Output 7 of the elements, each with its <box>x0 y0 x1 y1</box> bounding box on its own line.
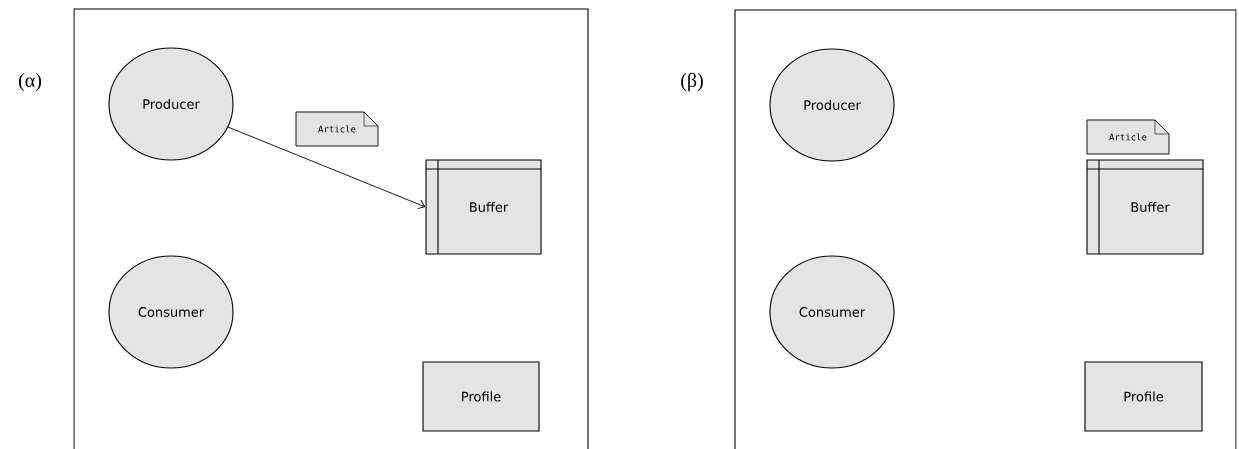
arrow <box>227 126 426 210</box>
buffer-box: Buffer <box>425 159 542 255</box>
process-box: Profile <box>1084 361 1203 432</box>
panel-label: (α) <box>19 72 42 92</box>
process-box: Profile <box>422 361 540 432</box>
panel-label: (β) <box>681 72 703 92</box>
buffer-box: Buffer <box>1086 159 1204 255</box>
